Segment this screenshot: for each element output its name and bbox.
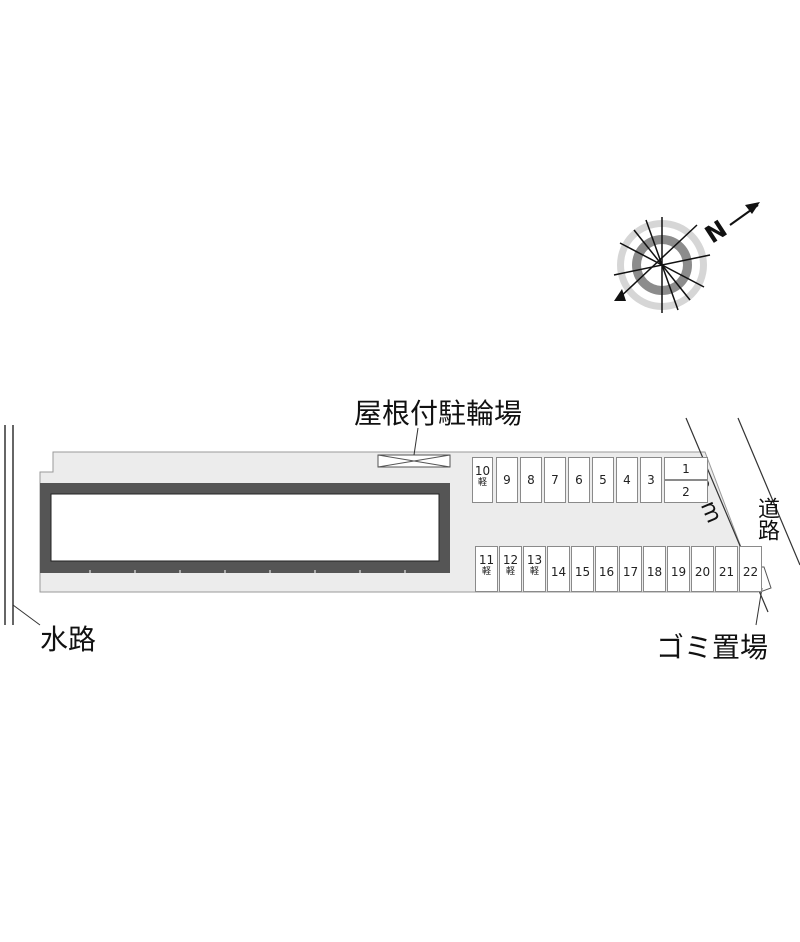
compass-rose-icon xyxy=(613,217,711,313)
parking-slot: 6 xyxy=(568,457,590,503)
parking-slot: 16 xyxy=(595,546,618,592)
parking-slot: 13 軽 xyxy=(523,546,546,592)
garbage-leader xyxy=(755,587,763,626)
road-name: 道路 xyxy=(754,497,779,541)
parking-slot: 5 xyxy=(592,457,614,503)
garbage-label: ゴミ置場 xyxy=(656,631,769,664)
parking-slot: 2 xyxy=(664,480,708,503)
parking-slot: 19 xyxy=(667,546,690,592)
parking-slot: 12 軽 xyxy=(499,546,522,592)
parking-slot: 18 xyxy=(643,546,666,592)
north-arrow-icon xyxy=(729,202,760,226)
bike-shelter-cross-2 xyxy=(377,454,451,468)
building-inner xyxy=(50,493,440,562)
parking-slot: 11 軽 xyxy=(475,546,498,592)
building-ticks xyxy=(89,570,406,573)
parking-slot: 17 xyxy=(619,546,642,592)
parking-slot: 3 xyxy=(640,457,662,503)
parking-slot: 14 xyxy=(547,546,570,592)
parking-slot: 15 xyxy=(571,546,594,592)
road-edge-2 xyxy=(737,417,800,566)
parking-slot: 21 xyxy=(715,546,738,592)
waterway-leader xyxy=(12,604,41,626)
parking-slot: 8 xyxy=(520,457,542,503)
bike-shelter-label: 屋根付駐輪場 xyxy=(354,397,523,430)
waterway-label: 水路 xyxy=(40,623,97,656)
parking-slot: 10 軽 xyxy=(472,457,493,503)
parking-slot: 9 xyxy=(496,457,518,503)
parking-slot: 20 xyxy=(691,546,714,592)
parking-slot: 7 xyxy=(544,457,566,503)
parking-slot: 22 xyxy=(739,546,762,592)
parking-slot: 4 xyxy=(616,457,638,503)
bike-shelter-leader xyxy=(413,427,419,456)
parking-slot: 1 xyxy=(664,457,708,480)
